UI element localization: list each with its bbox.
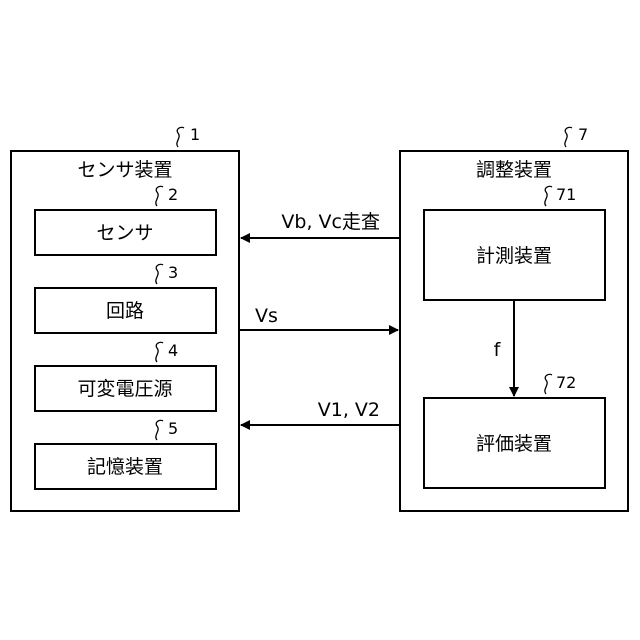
- vs-signal-label: Vs: [255, 305, 278, 327]
- adjust-device-title: 調整装置: [476, 159, 552, 181]
- output-signal: Vs: [239, 305, 398, 330]
- sensor-device-title: センサ装置: [77, 159, 172, 181]
- adjust-device: 調整装置 7 計測装置 71 評価装置 72 f: [400, 125, 628, 511]
- scan-signal: Vb, Vc走査: [241, 211, 400, 238]
- ref-number-72: 72: [556, 373, 576, 392]
- ref-leader-1: [177, 127, 184, 147]
- ref-number-4: 4: [168, 341, 178, 360]
- memory-device-label: 記憶装置: [87, 456, 163, 478]
- variable-voltage-source-label: 可変電圧源: [77, 378, 172, 400]
- evaluation-device-label: 評価装置: [476, 433, 552, 455]
- ref-number-3: 3: [168, 263, 178, 282]
- ref-number-7: 7: [578, 125, 588, 144]
- ref-number-1: 1: [190, 125, 200, 144]
- ref-number-71: 71: [556, 185, 576, 204]
- scan-signal-label: Vb, Vc走査: [281, 211, 380, 233]
- ref-number-5: 5: [168, 419, 178, 438]
- measurement-device-label: 計測装置: [476, 245, 552, 267]
- ref-number-2: 2: [168, 185, 178, 204]
- sensor-device: センサ装置 1 センサ 2 回路 3 可変電圧源 4 記憶装置 5: [11, 125, 239, 511]
- ref-leader-7: [565, 127, 572, 147]
- v1-v2-signal-label: V1, V2: [318, 399, 380, 421]
- circuit-block-label: 回路: [106, 300, 144, 322]
- sensor-block-label: センサ: [96, 222, 153, 244]
- voltage-signal: V1, V2: [241, 399, 400, 425]
